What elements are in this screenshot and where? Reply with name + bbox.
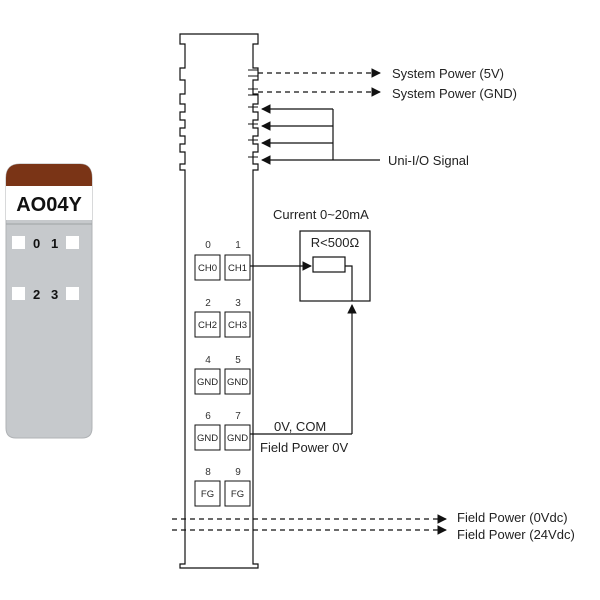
led-indicator-1 bbox=[66, 236, 79, 249]
terminal-ch0 bbox=[194, 254, 221, 281]
terminal-number-3: 3 bbox=[235, 298, 241, 309]
terminal-label-5: GND bbox=[227, 377, 248, 388]
system-power-5v-label: System Power (5V) bbox=[392, 66, 504, 81]
module-name-plate bbox=[6, 186, 92, 220]
terminal-label-7: GND bbox=[227, 433, 248, 444]
terminal-number-1: 1 bbox=[235, 240, 241, 251]
terminal-label-8: FG bbox=[201, 489, 214, 500]
terminal-number-7: 7 bbox=[235, 411, 241, 422]
terminal-label-2: CH2 bbox=[198, 320, 217, 331]
led-indicator-0 bbox=[12, 236, 25, 249]
module-front-panel: AO04Y 0 1 2 3 bbox=[5, 163, 93, 439]
field-power-0v-label: Field Power 0V bbox=[260, 440, 348, 455]
terminal-label-1: CH1 bbox=[228, 263, 247, 274]
terminal-fg-9 bbox=[224, 480, 251, 507]
module-name: AO04Y bbox=[16, 194, 82, 216]
resistor-return-wire bbox=[345, 265, 353, 301]
uni-io-signal-lines bbox=[261, 104, 380, 165]
terminal-ch1 bbox=[224, 254, 251, 281]
field-power-0vdc-label: Field Power (0Vdc) bbox=[457, 510, 568, 525]
led-indicator-2 bbox=[12, 287, 25, 300]
current-range-label: Current 0~20mA bbox=[273, 207, 369, 222]
terminal-gnd-4 bbox=[194, 368, 221, 395]
terminal-ch3 bbox=[224, 311, 251, 338]
terminal-label-6: GND bbox=[197, 433, 218, 444]
terminal-number-8: 8 bbox=[205, 467, 211, 478]
module-left-edge bbox=[179, 33, 190, 569]
bus-contacts bbox=[248, 69, 258, 158]
terminal-number-0: 0 bbox=[205, 240, 211, 251]
terminal-fg-8 bbox=[194, 480, 221, 507]
terminal-number-2: 2 bbox=[205, 298, 211, 309]
uni-io-signal-label: Uni-I/O Signal bbox=[388, 153, 469, 168]
module-panel-header bbox=[6, 164, 92, 186]
led-label-1: 1 bbox=[51, 236, 58, 251]
terminal-number-6: 6 bbox=[205, 411, 211, 422]
led-label-0: 0 bbox=[33, 236, 40, 251]
com-label: 0V, COM bbox=[274, 419, 326, 434]
field-power-lines bbox=[172, 514, 447, 535]
terminal-number-5: 5 bbox=[235, 355, 241, 366]
terminal-label-4: GND bbox=[197, 377, 218, 388]
terminal-gnd-7 bbox=[224, 424, 251, 451]
system-power-gnd-label: System Power (GND) bbox=[392, 86, 517, 101]
terminal-gnd-5 bbox=[224, 368, 251, 395]
system-power-lines bbox=[258, 68, 381, 97]
terminal-label-9: FG bbox=[231, 489, 244, 500]
led-label-2: 2 bbox=[33, 287, 40, 302]
field-power-24vdc-label: Field Power (24Vdc) bbox=[457, 527, 575, 542]
resistor-symbol bbox=[312, 256, 346, 273]
terminal-number-4: 4 bbox=[205, 355, 211, 366]
terminal-label-3: CH3 bbox=[228, 320, 247, 331]
terminal-block: 0 1 CH0 CH1 2 3 CH2 CH3 4 5 GND GND 6 7 … bbox=[194, 240, 251, 507]
terminal-number-9: 9 bbox=[235, 467, 241, 478]
resistor-label: R<500Ω bbox=[311, 235, 360, 250]
terminal-label-0: CH0 bbox=[198, 263, 217, 274]
terminal-ch2 bbox=[194, 311, 221, 338]
terminal-gnd-6 bbox=[194, 424, 221, 451]
led-indicator-3 bbox=[66, 287, 79, 300]
led-label-3: 3 bbox=[51, 287, 58, 302]
